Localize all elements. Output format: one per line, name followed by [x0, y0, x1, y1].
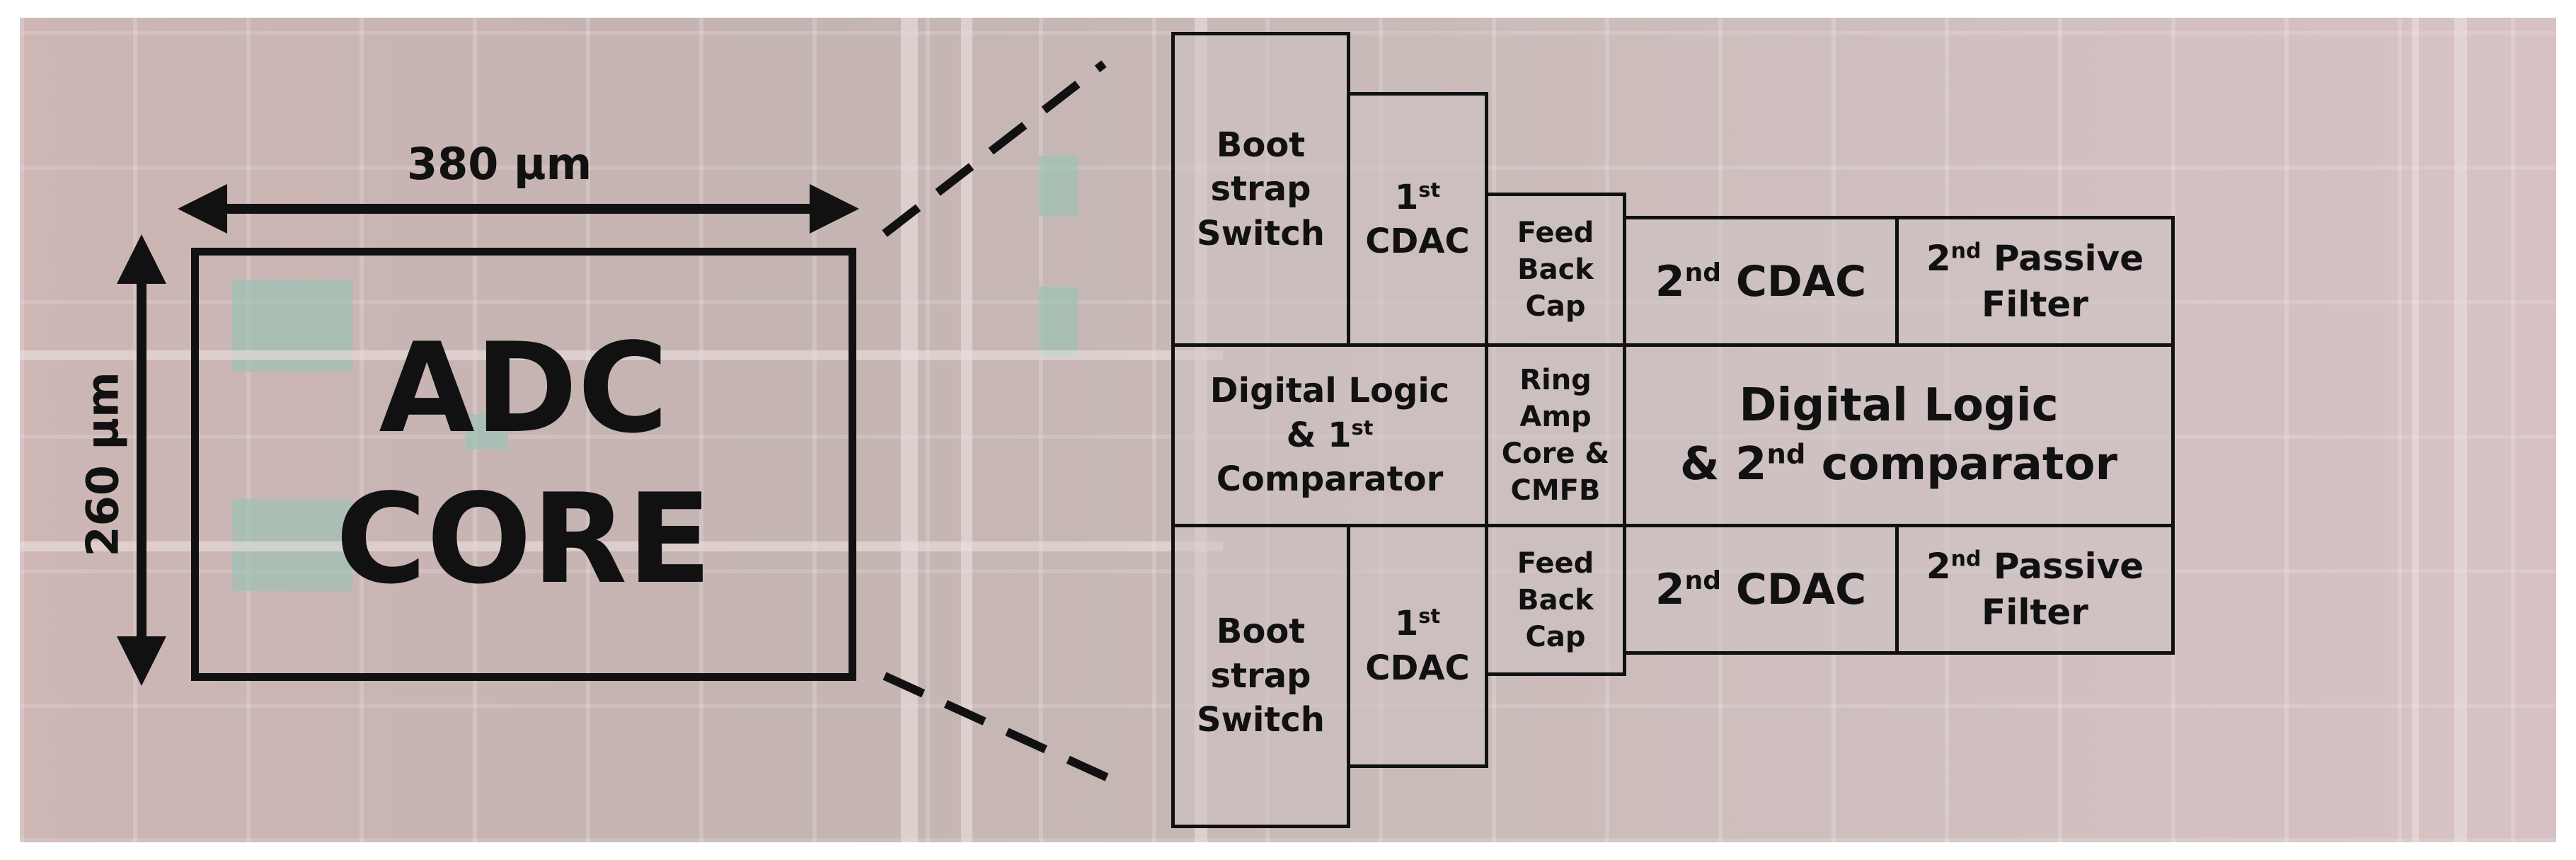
first-cdac-bottom: 1st CDAC: [1347, 524, 1488, 768]
metal-trace: [901, 18, 918, 842]
zoom-line-top: [882, 60, 1107, 237]
bootstrap-switch-bottom: Boot strap Switch: [1171, 524, 1350, 828]
metal-trace: [20, 541, 1223, 551]
metal-trace: [2454, 18, 2467, 842]
passive-filter-top: 2nd Passive Filter: [1895, 216, 2175, 347]
adc-core-line2: CORE: [335, 468, 712, 612]
feedback-cap-top: Feed Back Cap: [1485, 193, 1626, 347]
second-cdac-bottom: 2nd CDAC: [1623, 524, 1899, 655]
metal-trace: [20, 350, 1223, 360]
height-label: 260 µm: [76, 372, 129, 557]
metal-trace: [961, 18, 972, 842]
passive-filter-bottom: 2nd Passive Filter: [1895, 524, 2175, 655]
digital-logic-first-comparator: Digital Logic & 1st Comparator: [1171, 343, 1488, 527]
first-cdac-top: 1st CDAC: [1347, 92, 1488, 347]
adc-core-box: ADC CORE: [191, 248, 856, 681]
bond-pad: [466, 414, 508, 449]
digital-logic-second-comparator: Digital Logic & 2nd comparator: [1623, 343, 2175, 527]
ring-amp-core-cmfb: Ring Amp Core & CMFB: [1485, 343, 1626, 527]
width-label: 380 µm: [407, 138, 592, 190]
second-cdac-top: 2nd CDAC: [1623, 216, 1899, 347]
adc-core-line1: ADC: [379, 316, 669, 461]
metal-trace: [2412, 18, 2419, 842]
bond-pad: [1039, 156, 1078, 216]
zoom-line-bottom: [882, 672, 1127, 790]
feedback-cap-bottom: Feed Back Cap: [1485, 524, 1626, 676]
bond-pad: [1039, 287, 1078, 357]
bootstrap-switch-top: Boot strap Switch: [1171, 32, 1350, 347]
